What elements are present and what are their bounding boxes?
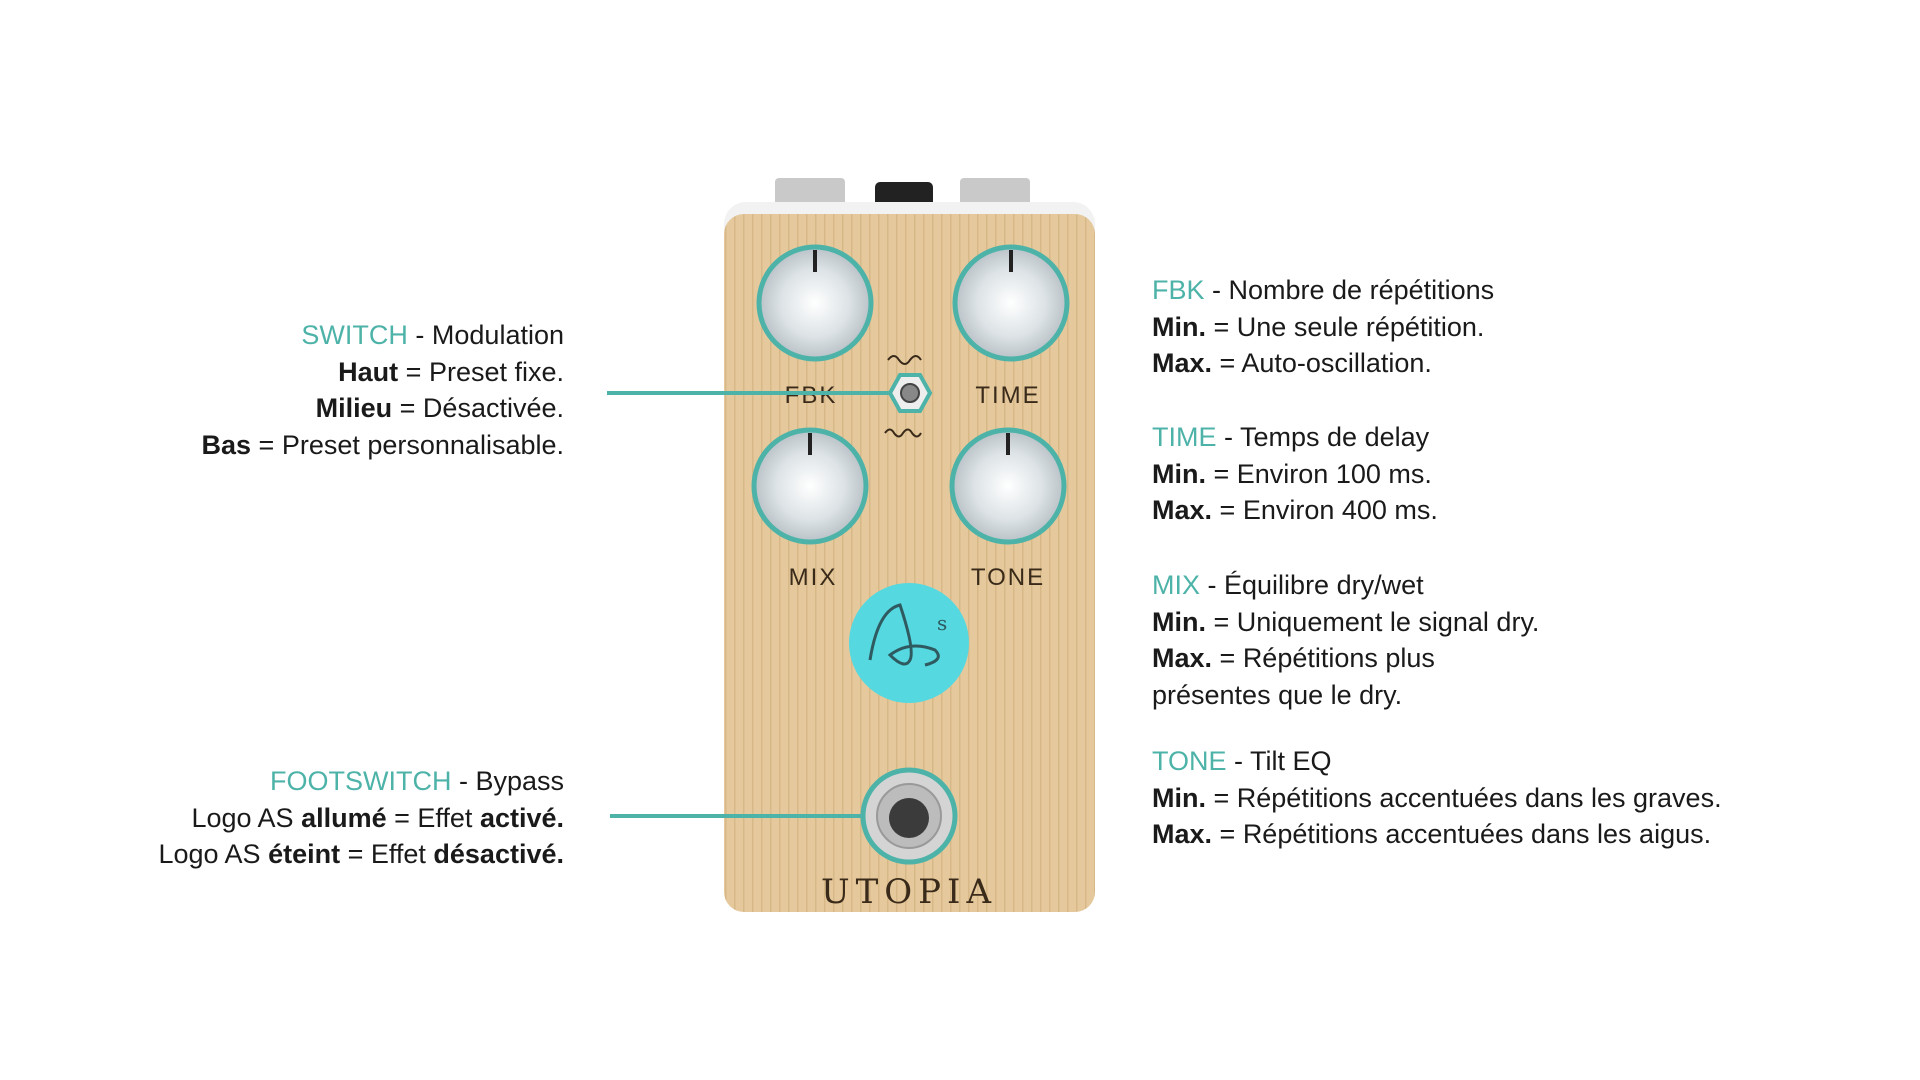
- output-jack: [960, 178, 1030, 206]
- annotation-text: Uniquement le signal dry.: [1236, 606, 1540, 637]
- footswitch-desc: - Bypass: [451, 766, 564, 796]
- wave-up-icon: [887, 355, 922, 365]
- tone-annotation: TONE - Tilt EQ Min. = Répétitions accent…: [1152, 743, 1722, 853]
- annotation-text: Auto-oscillation.: [1241, 348, 1432, 378]
- switch-mid-desc: = Désactivée.: [392, 393, 564, 423]
- annotation-text: = Effet: [386, 802, 480, 833]
- annotation-text: Répétitions plus: [1242, 643, 1435, 673]
- tone-label: TONE: [971, 564, 1045, 591]
- annotation-text: Une seule répétition.: [1236, 311, 1485, 342]
- annotation-text: Max. = Auto-oscillation.: [1152, 345, 1494, 382]
- annotation-text: MIX: [1152, 570, 1201, 600]
- tone-knob[interactable]: [949, 427, 1067, 545]
- annotation-text: Milieu = Désactivée.: [202, 390, 564, 427]
- time-label: TIME: [975, 382, 1040, 409]
- annotation-text: Répétitions accentuées dans les aigus.: [1242, 819, 1712, 849]
- annotation-text: Max.: [1152, 819, 1213, 849]
- annotation-text: Min.: [1152, 311, 1206, 342]
- annotation-text: =: [1206, 311, 1237, 342]
- switch-down-desc: = Preset personnalisable.: [251, 429, 564, 460]
- annotation-text: Environ 100 ms.: [1236, 458, 1432, 489]
- wave-down-icon: [884, 428, 922, 438]
- annotation-text: TONE - Tilt EQ: [1152, 743, 1722, 780]
- annotation-text: Min. = Environ 100 ms.: [1152, 456, 1438, 493]
- annotation-text: activé.: [479, 802, 564, 833]
- annotation-text: Répétitions accentuées dans les graves.: [1236, 782, 1722, 813]
- as-logo-led: s: [849, 583, 969, 703]
- annotation-text: Haut = Preset fixe.: [202, 354, 564, 391]
- annotation-text: SWITCH - Modulation: [202, 317, 564, 354]
- mix-annotation: MIX - Équilibre dry/wet Min. = Uniquemen…: [1152, 567, 1539, 713]
- annotation-text: Logo AS: [158, 839, 269, 869]
- annotation-text: FOOTSWITCH - Bypass: [158, 763, 564, 800]
- switch-desc: - Modulation: [407, 320, 564, 350]
- annotation-text: TIME: [1152, 422, 1217, 452]
- annotation-text: Min.: [1152, 606, 1206, 637]
- annotation-text: Environ 400 ms.: [1242, 495, 1438, 525]
- switch-up-label: Haut: [338, 356, 399, 387]
- switch-down-label: Bas: [201, 429, 252, 460]
- time-knob[interactable]: [952, 244, 1070, 362]
- annotation-text: Max.: [1152, 348, 1213, 378]
- time-annotation: TIME - Temps de delay Min. = Environ 100…: [1152, 419, 1438, 529]
- annotation-text: présentes que le dry.: [1152, 679, 1403, 710]
- footswitch-title: FOOTSWITCH: [269, 766, 452, 796]
- annotation-text: =: [1206, 782, 1237, 813]
- annotation-text: - Équilibre dry/wet: [1200, 570, 1424, 600]
- switch-title: SWITCH: [301, 320, 408, 350]
- annotation-text: allumé: [301, 802, 387, 833]
- switch-mid-label: Milieu: [315, 393, 393, 423]
- switch-up-desc: = Preset fixe.: [398, 356, 564, 387]
- annotation-text: - Tilt EQ: [1226, 746, 1332, 776]
- annotation-text: TONE: [1152, 746, 1227, 776]
- footswitch-off-line: Logo AS éteint = Effet désactivé.: [158, 836, 564, 873]
- svg-text:s: s: [937, 611, 947, 635]
- brand-logo: UTOPIA: [821, 872, 997, 912]
- annotation-text: =: [1206, 606, 1237, 637]
- annotation-text: Max. = Environ 400 ms.: [1152, 492, 1438, 529]
- annotation-text: Max.: [1152, 643, 1213, 673]
- switch-annotation: SWITCH - Modulation Haut = Preset fixe. …: [202, 317, 564, 463]
- fbk-knob[interactable]: [756, 244, 874, 362]
- modulation-switch[interactable]: [887, 373, 933, 413]
- footswitch-leader-line: [610, 814, 865, 818]
- fbk-label: FBK: [785, 382, 838, 409]
- footswitch-annotation: FOOTSWITCH - Bypass Logo AS allumé = Eff…: [158, 763, 564, 873]
- annotation-text: - Temps de delay: [1216, 422, 1430, 452]
- annotation-text: =: [1212, 643, 1243, 673]
- annotation-text: =: [1212, 495, 1243, 525]
- annotation-text: Bas = Preset personnalisable.: [202, 427, 564, 464]
- mix-label: MIX: [789, 564, 838, 591]
- annotation-text: Min. = Uniquement le signal dry.: [1152, 604, 1539, 641]
- pedal-enclosure: [724, 214, 1095, 912]
- fbk-annotation: FBK - Nombre de répétitions Min. = Une s…: [1152, 272, 1494, 382]
- annotation-text: Max. = Répétitions plus: [1152, 640, 1539, 677]
- annotation-text: désactivé.: [433, 839, 564, 869]
- footswitch-on-line: Logo AS allumé = Effet activé.: [158, 800, 564, 837]
- annotation-text: FBK - Nombre de répétitions: [1152, 272, 1494, 309]
- footswitch[interactable]: [860, 767, 958, 865]
- annotation-text: Max.: [1152, 495, 1213, 525]
- annotation-text: éteint: [268, 839, 341, 869]
- annotation-text: Min.: [1152, 458, 1206, 489]
- annotation-text: =: [1212, 819, 1243, 849]
- annotation-text: Min.: [1152, 782, 1206, 813]
- annotation-text: MIX - Équilibre dry/wet: [1152, 567, 1539, 604]
- annotation-text: TIME - Temps de delay: [1152, 419, 1438, 456]
- annotation-text: Logo AS: [191, 802, 302, 833]
- annotation-text: FBK: [1152, 275, 1205, 305]
- mix-knob[interactable]: [751, 427, 869, 545]
- input-jack: [775, 178, 845, 206]
- annotation-text: Min. = Une seule répétition.: [1152, 309, 1494, 346]
- annotation-text: = Effet: [340, 839, 434, 869]
- annotation-text: - Nombre de répétitions: [1204, 275, 1495, 305]
- annotation-text: =: [1212, 348, 1242, 378]
- annotation-text: =: [1206, 458, 1237, 489]
- annotation-text: Max. = Répétitions accentuées dans les a…: [1152, 816, 1722, 853]
- switch-leader-line: [607, 391, 892, 395]
- annotation-text: Min. = Répétitions accentuées dans les g…: [1152, 780, 1722, 817]
